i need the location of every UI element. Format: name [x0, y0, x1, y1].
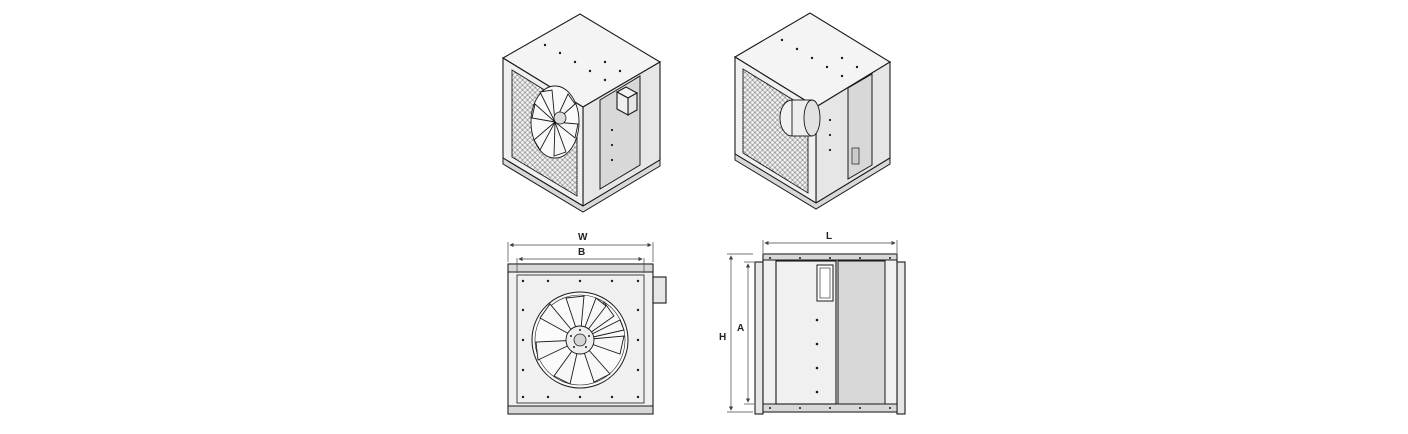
dimension-a: A	[737, 261, 754, 405]
front-bottom-flange	[507, 405, 654, 415]
iso2-terminal-plate	[851, 147, 860, 165]
front-perimeter-bolts	[521, 279, 640, 399]
side-right-flange	[896, 261, 906, 415]
iso-view-motor-side	[733, 12, 892, 210]
dimension-h: H	[719, 253, 753, 413]
dimension-b: B	[516, 247, 645, 273]
side-panel-bolts	[769, 257, 891, 409]
iso2-side-bolts	[828, 118, 832, 152]
iso2-top-bolts	[780, 38, 859, 78]
front-top-flange	[507, 263, 654, 273]
iso1-top-bolts	[543, 43, 622, 82]
dimension-b-label: B	[578, 247, 585, 258]
iso1-fan-impeller	[530, 85, 580, 159]
side-panel-left	[775, 260, 837, 405]
front-inner-panel	[516, 274, 645, 404]
iso2-base-rail	[734, 153, 891, 210]
iso-view-fan-side	[501, 13, 662, 213]
iso1-junction-box	[615, 86, 639, 116]
dimension-l: L	[762, 231, 898, 253]
dimension-w-label: W	[578, 232, 588, 243]
side-elevation-view: L H A	[719, 231, 906, 415]
dimension-w: W	[507, 232, 654, 262]
dimension-l-label: L	[826, 231, 832, 242]
front-elevation-view: W B	[507, 232, 667, 415]
side-left-flange	[754, 261, 764, 415]
dimension-a-label: A	[737, 323, 744, 334]
side-panel-right	[837, 260, 886, 405]
dimension-h-label: H	[719, 332, 726, 343]
side-terminal-window	[816, 264, 834, 302]
iso1-side-bolts	[610, 128, 614, 162]
iso2-motor	[779, 99, 821, 137]
front-fan-impeller	[531, 291, 629, 389]
iso2-access-door	[847, 73, 873, 180]
front-junction-box	[652, 276, 667, 304]
